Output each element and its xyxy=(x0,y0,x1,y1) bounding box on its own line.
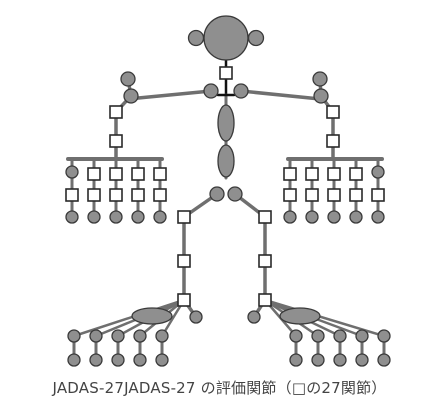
evaluated-joint-box xyxy=(305,167,319,181)
joint-circle xyxy=(187,29,205,47)
joint-circle xyxy=(67,329,81,343)
evaluated-joint-box xyxy=(327,188,341,202)
joint-circle xyxy=(111,353,125,367)
evaluated-joint-box xyxy=(326,105,340,119)
joint-circle xyxy=(209,186,225,202)
joint-circle xyxy=(311,353,325,367)
evaluated-joint-box xyxy=(327,167,341,181)
evaluated-joint-box xyxy=(326,134,340,148)
evaluated-joint-box xyxy=(109,134,123,148)
joint-circle xyxy=(87,210,101,224)
evaluated-joint-box xyxy=(283,188,297,202)
joint-circle xyxy=(203,83,219,99)
joint-circle xyxy=(65,210,79,224)
joint-circle xyxy=(327,210,341,224)
joint-circle xyxy=(189,310,203,324)
evaluated-joint-box xyxy=(87,167,101,181)
joint-circle xyxy=(133,353,147,367)
joint-circle xyxy=(233,83,249,99)
joint-circle xyxy=(67,353,81,367)
bone-line xyxy=(239,89,322,101)
joint-circle xyxy=(355,353,369,367)
joint-circle xyxy=(313,88,329,104)
joint-circle xyxy=(289,353,303,367)
joint-circle xyxy=(371,165,385,179)
joint-circle xyxy=(155,353,169,367)
joint-circle xyxy=(312,71,328,87)
evaluated-joint-box xyxy=(131,188,145,202)
evaluated-joint-box xyxy=(131,167,145,181)
body-segments xyxy=(131,104,321,325)
joint-circle xyxy=(109,210,123,224)
joint-circle xyxy=(377,353,391,367)
evaluated-joint-box xyxy=(65,188,79,202)
evaluated-joint-box xyxy=(305,188,319,202)
evaluated-joint-box xyxy=(153,167,167,181)
joint-circle xyxy=(65,165,79,179)
joint-circle xyxy=(333,353,347,367)
joint-circle xyxy=(111,329,125,343)
joint-circle xyxy=(133,329,147,343)
evaluated-joint-box xyxy=(258,254,272,268)
head xyxy=(203,15,249,61)
evaluated-joint-box xyxy=(109,188,123,202)
joint-circle xyxy=(247,29,265,47)
joint-circle xyxy=(355,329,369,343)
joint-circle xyxy=(377,329,391,343)
evaluated-joint-box xyxy=(177,254,191,268)
segment-ellipse xyxy=(131,307,173,325)
evaluated-joint-box xyxy=(109,167,123,181)
joint-circle xyxy=(333,329,347,343)
joint-circle xyxy=(289,329,303,343)
evaluated-joint-box xyxy=(109,105,123,119)
evaluated-joints xyxy=(65,66,385,307)
evaluated-joint-box xyxy=(177,293,191,307)
segment-ellipse xyxy=(217,144,235,178)
joint-circle xyxy=(131,210,145,224)
bone-line xyxy=(72,298,186,338)
joint-circle xyxy=(120,71,136,87)
figure-caption: JADAS-27JADAS-27 の評価関節（□の27関節） xyxy=(52,379,387,397)
joint-circle xyxy=(89,329,103,343)
evaluated-joint-box xyxy=(349,188,363,202)
joint-circle xyxy=(227,186,243,202)
joint-circle xyxy=(311,329,325,343)
evaluated-joint-box xyxy=(87,188,101,202)
segment-ellipse xyxy=(279,307,321,325)
evaluated-joint-box xyxy=(258,210,272,224)
joint-circle xyxy=(283,210,297,224)
joint-circle xyxy=(305,210,319,224)
skeleton-joints xyxy=(65,15,391,367)
evaluated-joint-box xyxy=(349,167,363,181)
evaluated-joint-box xyxy=(153,188,167,202)
evaluated-joint-box xyxy=(283,167,297,181)
evaluated-joint-box xyxy=(258,293,272,307)
evaluated-joint-box xyxy=(219,66,233,80)
joint-circle xyxy=(89,353,103,367)
evaluated-joint-box xyxy=(371,188,385,202)
joint-circle xyxy=(123,88,139,104)
joint-circle xyxy=(349,210,363,224)
evaluated-joint-box xyxy=(177,210,191,224)
joint-circle xyxy=(247,310,261,324)
joint-circle xyxy=(371,210,385,224)
segment-ellipse xyxy=(217,104,235,142)
joint-circle xyxy=(153,210,167,224)
bone-line xyxy=(126,89,213,101)
joint-circle xyxy=(155,329,169,343)
